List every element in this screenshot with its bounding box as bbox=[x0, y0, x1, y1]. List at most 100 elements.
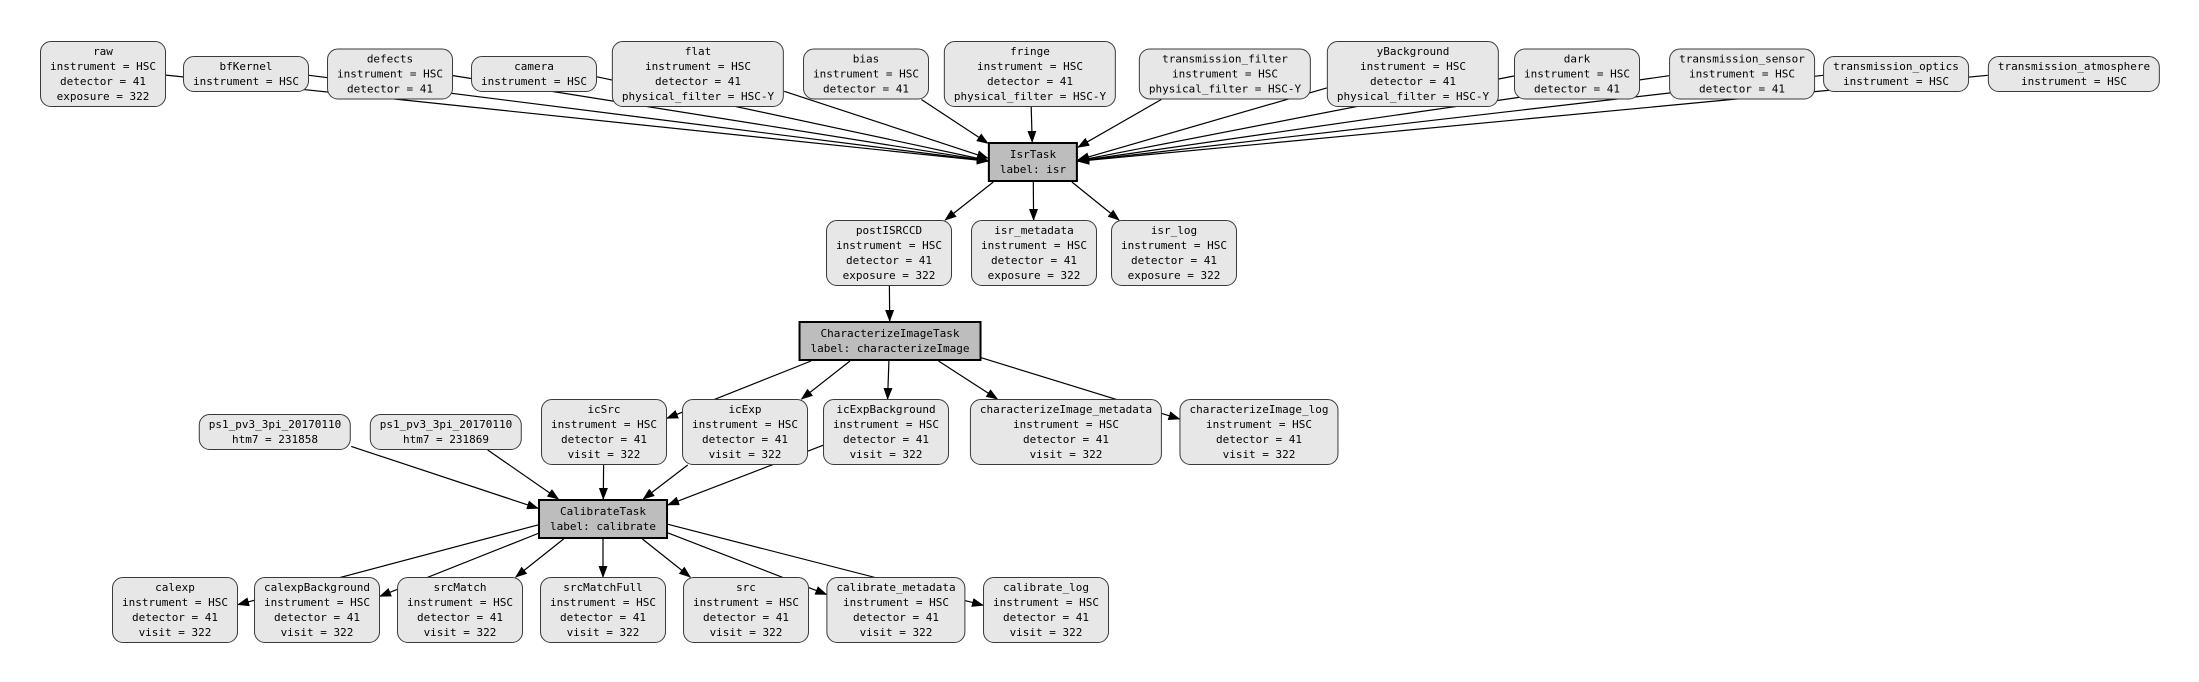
node-attr-line: instrument = HSC bbox=[993, 596, 1099, 609]
task-node-calibrate: CalibrateTask label: calibrate bbox=[538, 499, 668, 539]
node-title: transmission_optics bbox=[1833, 60, 1959, 73]
node-attr-line: label: isr bbox=[999, 163, 1067, 176]
edge-bias-to-isr bbox=[921, 98, 989, 144]
node-attr-line: detector = 41 bbox=[702, 611, 790, 624]
dataset-node-transmission_optics: transmission_optics instrument = HSC bbox=[1823, 56, 1969, 92]
node-title: calibrate_log bbox=[1002, 581, 1090, 594]
node-title: calibrate_metadata bbox=[836, 581, 956, 594]
node-attr-line: instrument = HSC bbox=[50, 60, 156, 73]
node-attr-line: exposure = 322 bbox=[842, 269, 936, 282]
node-attr-line: detector = 41 bbox=[559, 611, 647, 624]
node-attr-line: detector = 41 bbox=[842, 433, 930, 446]
node-title: icExpBackground bbox=[836, 403, 936, 416]
node-title: icSrc bbox=[587, 403, 621, 416]
node-title: yBackground bbox=[1376, 45, 1450, 58]
node-attr-line: visit = 322 bbox=[567, 448, 641, 461]
edge-ps1_231858-to-calibrate bbox=[351, 445, 539, 510]
node-title: transmission_atmosphere bbox=[1997, 60, 2151, 73]
node-attr-line: htm7 = 231869 bbox=[402, 433, 490, 446]
node-attr-line: visit = 322 bbox=[859, 626, 933, 639]
node-title: transmission_filter bbox=[1162, 52, 1288, 66]
node-title: srcMatch bbox=[433, 581, 487, 594]
dataset-node-isr_metadata: isr_metadata instrument = HSC detector = 4… bbox=[971, 220, 1097, 286]
node-attr-line: exposure = 322 bbox=[987, 269, 1081, 282]
node-attr-line: htm7 = 231858 bbox=[231, 433, 319, 446]
node-title: IsrTask bbox=[1009, 148, 1057, 161]
node-attr-line: instrument = HSC bbox=[1121, 239, 1227, 252]
dataset-node-ps1_231858: ps1_pv3_3pi_20170110 htm7 = 231858 bbox=[198, 414, 352, 450]
node-attr-line: detector = 41 bbox=[1533, 82, 1621, 96]
node-attr-line: visit = 322 bbox=[1222, 448, 1296, 461]
node-title: CalibrateTask bbox=[559, 505, 647, 518]
node-attr-line: instrument = HSC bbox=[337, 67, 443, 81]
edge-calibrate-to-srcMatch bbox=[515, 538, 564, 578]
node-attr-line: instrument = HSC bbox=[122, 596, 228, 609]
node-title: calexpBackground bbox=[264, 581, 370, 594]
node-attr-line: visit = 322 bbox=[280, 626, 354, 639]
node-attr-line: detector = 41 bbox=[1698, 82, 1786, 96]
node-attr-line: instrument = HSC bbox=[264, 596, 370, 609]
node-attr-line: visit = 322 bbox=[709, 626, 783, 639]
node-title: bfKernel bbox=[219, 60, 273, 73]
node-attr-line: instrument = HSC bbox=[2021, 75, 2127, 88]
node-title: bias bbox=[852, 52, 880, 66]
node-attr-line: instrument = HSC bbox=[836, 239, 942, 252]
node-attr-line: detector = 41 bbox=[822, 82, 910, 96]
node-title: src bbox=[736, 581, 756, 594]
node-attr-line: instrument = HSC bbox=[1172, 67, 1278, 81]
node-title: calexp bbox=[155, 581, 195, 594]
node-title: postISRCCD bbox=[855, 224, 923, 237]
node-title: isr_log bbox=[1150, 224, 1198, 237]
node-title: ps1_pv3_3pi_20170110 bbox=[208, 418, 342, 431]
node-attr-line: instrument = HSC bbox=[981, 239, 1087, 252]
node-attr-line: instrument = HSC bbox=[692, 418, 798, 431]
node-attr-line: detector = 41 bbox=[990, 254, 1078, 267]
node-attr-line: instrument = HSC bbox=[1843, 75, 1949, 88]
node-title: ps1_pv3_3pi_20170110 bbox=[379, 418, 513, 431]
node-attr-line: detector = 41 bbox=[1369, 75, 1457, 88]
node-attr-line: instrument = HSC bbox=[693, 596, 799, 609]
node-title: characterizeImage_log bbox=[1189, 403, 1329, 416]
edge-fringe-to-isr bbox=[1027, 106, 1037, 143]
dataset-node-transmission_atmosphere: transmission_atmosphere instrument = HSC bbox=[1987, 56, 2161, 92]
node-attr-line: instrument = HSC bbox=[1360, 60, 1466, 73]
edge-calibrate-to-src bbox=[642, 538, 691, 578]
node-attr-line: detector = 41 bbox=[1215, 433, 1303, 446]
edge-isr-to-postISRCCD bbox=[944, 181, 994, 221]
edge-characterizeImage-to-icExpBackground bbox=[883, 360, 893, 400]
dataset-node-calexpBackground: calexpBackground instrument = HSC detector… bbox=[254, 577, 380, 643]
node-attr-line: detector = 41 bbox=[560, 433, 648, 446]
node-attr-line: detector = 41 bbox=[346, 82, 434, 96]
node-attr-line: physical_filter = HSC-Y bbox=[621, 90, 775, 103]
node-attr-line: label: calibrate bbox=[550, 520, 656, 533]
node-attr-line: physical_filter = HSC-Y bbox=[1336, 90, 1490, 103]
edge-icExp-to-calibrate bbox=[642, 464, 689, 500]
node-attr-line: instrument = HSC bbox=[407, 596, 513, 609]
node-attr-line: instrument = HSC bbox=[1689, 67, 1795, 81]
node-attr-line: instrument = HSC bbox=[813, 67, 919, 81]
node-attr-line: label: characterizeImage bbox=[810, 342, 970, 355]
node-attr-line: visit = 322 bbox=[566, 626, 640, 639]
node-attr-line: visit = 322 bbox=[849, 448, 923, 461]
node-title: fringe bbox=[1010, 45, 1050, 58]
node-attr-line: physical_filter = HSC-Y bbox=[953, 90, 1107, 103]
node-attr-line: detector = 41 bbox=[273, 611, 361, 624]
node-attr-line: detector = 41 bbox=[701, 433, 789, 446]
node-attr-line: visit = 322 bbox=[1009, 626, 1083, 639]
node-attr-line: visit = 322 bbox=[423, 626, 497, 639]
node-title: isr_metadata bbox=[994, 224, 1074, 237]
node-attr-line: detector = 41 bbox=[986, 75, 1074, 88]
edge-flat-to-isr bbox=[784, 90, 989, 160]
node-title: defects bbox=[366, 52, 414, 66]
node-attr-line: detector = 41 bbox=[654, 75, 742, 88]
